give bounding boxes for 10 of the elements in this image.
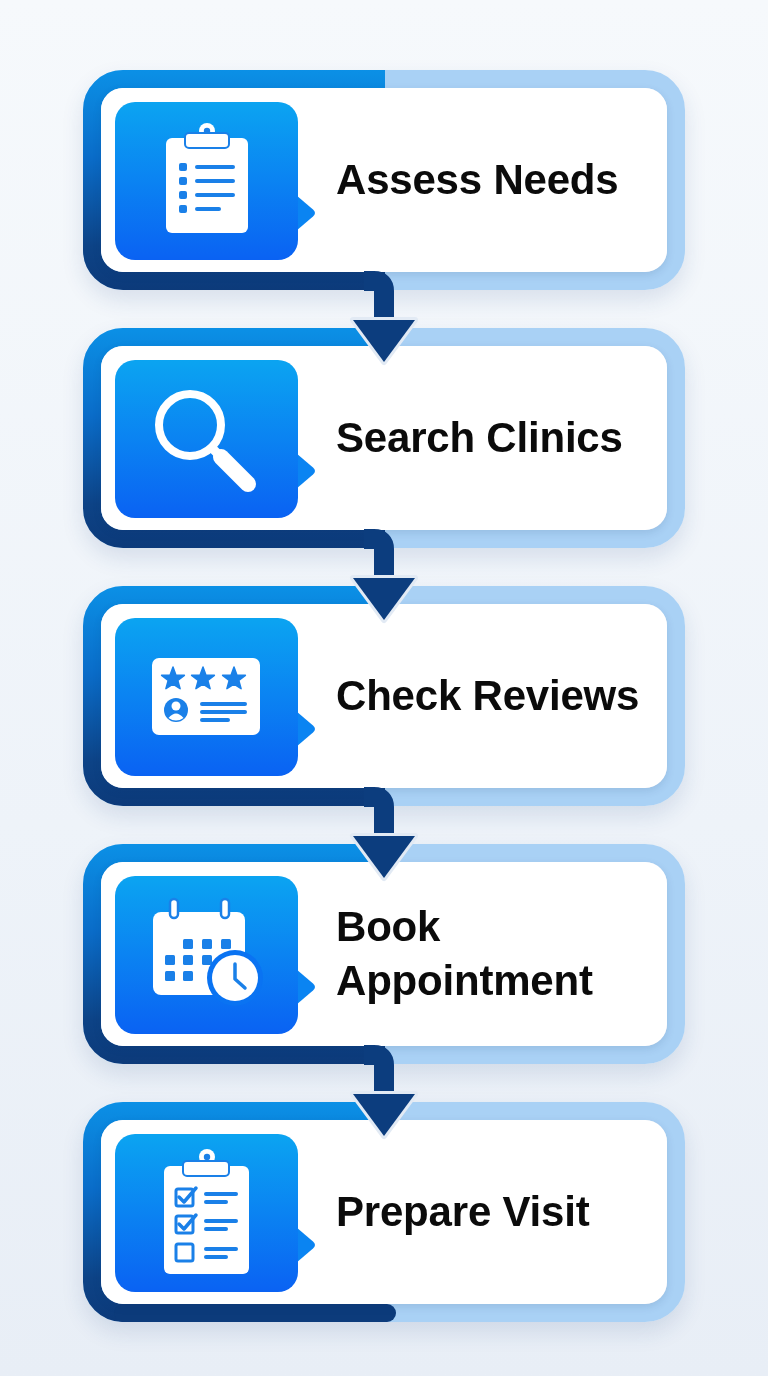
step-card (83, 1102, 685, 1322)
step-title: Search Clinics (336, 413, 623, 464)
step-title: Prepare Visit (336, 1187, 590, 1238)
step-title: Assess Needs (336, 155, 619, 206)
step-card (83, 844, 685, 1064)
step-title: Book Appointment (336, 902, 594, 1006)
step-card (83, 328, 685, 548)
step-card (83, 70, 685, 290)
step-title: Check Reviews (336, 671, 640, 722)
step-card (83, 586, 685, 806)
